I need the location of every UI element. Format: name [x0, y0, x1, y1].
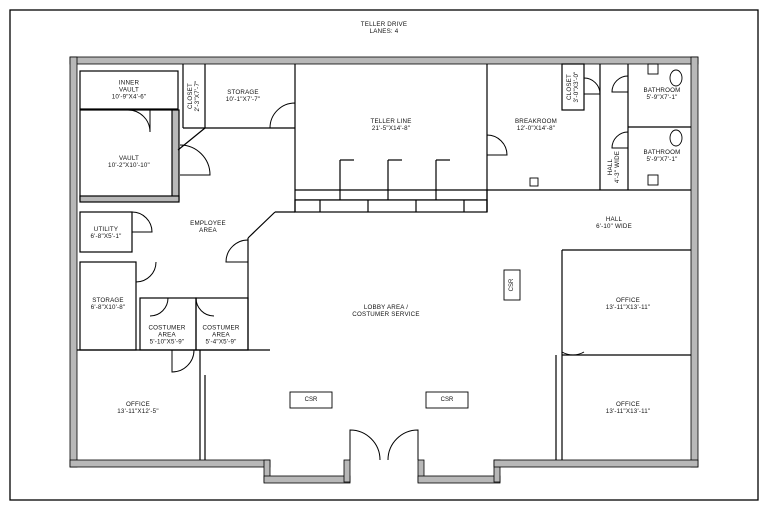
- room-name: BATHROOM: [643, 87, 681, 94]
- room-dims: 6'-10" WIDE: [596, 223, 632, 230]
- csr-desk-vertical: CSR: [509, 278, 515, 292]
- room-dims: 10'-2"X10'-10": [108, 162, 150, 169]
- room-name: CLOSET: [566, 74, 573, 100]
- room-name: COSTUMER AREA: [148, 324, 186, 339]
- room-dims: 21'-5"X14'-8": [371, 125, 411, 132]
- sheet-border: [9, 9, 759, 501]
- csr-desk-left: CSR: [304, 397, 318, 403]
- room-dims: 3'-0"X3'-0": [573, 71, 580, 103]
- fixtures: [289, 63, 683, 409]
- csr-desk-right: CSR: [440, 397, 454, 403]
- room-teller-line: TELLER LINE 21'-5"X14'-8": [370, 118, 411, 132]
- room-name: COSTUMER AREA: [202, 324, 240, 339]
- room-name: UTILITY: [93, 226, 119, 233]
- room-office-right-bottom: OFFICE 13'-11"X13'-11": [606, 401, 651, 415]
- header-title: TELLER DRIVE LANES: 4: [361, 21, 407, 35]
- room-lobby: LOBBY AREA / COSTUMER SERVICE: [352, 304, 419, 318]
- room-dims: 5'-4"X5'-9": [205, 338, 237, 346]
- room-office-right-top: OFFICE 13'-11"X13'-11": [606, 297, 651, 311]
- room-bathroom-1: BATHROOM 5'-9"X7'-1": [644, 87, 681, 101]
- room-name: CLOSET: [187, 83, 194, 109]
- room-dims: 6'-8"X5'-1": [90, 233, 122, 240]
- exterior-walls: [69, 56, 699, 484]
- room-name: HALL: [605, 216, 623, 223]
- room-storage-left: STORAGE 6'-8"X10'-8": [91, 297, 126, 311]
- room-bathroom-2: BATHROOM 5'-9"X7'-1": [644, 149, 681, 163]
- interior-walls: [77, 63, 691, 460]
- room-dims: 5'-9"X7'-1": [646, 94, 678, 101]
- room-dims: 6'-8"X10'-8": [90, 304, 126, 311]
- door-swings: [127, 75, 629, 461]
- room-name: EMPLOYEE AREA: [190, 220, 226, 234]
- room-name: OFFICE: [126, 401, 150, 408]
- room-storage-top: STORAGE 10'-1"X7'-7": [226, 89, 261, 103]
- room-name: HALL: [607, 158, 614, 176]
- room-costumer-area-1: COSTUMER AREA 5'-10"X5'-9": [148, 325, 185, 346]
- room-dims: 5'-9"X7'-1": [646, 156, 678, 163]
- room-dims: 13'-11"X12'-5": [117, 408, 159, 415]
- room-utility: UTILITY 6'-8"X5'-1": [91, 226, 122, 240]
- room-hall-small: HALL 4'-3" WIDE: [607, 151, 621, 183]
- room-breakroom: BREAKROOM 12'-0"X14'-8": [515, 118, 557, 132]
- room-closet-right: CLOSET 3'-0"X3'-0": [566, 72, 580, 103]
- room-dims: 2'-3"X7'-7": [194, 80, 201, 112]
- room-costumer-area-2: COSTUMER AREA 5'-4"X5'-9": [202, 325, 239, 346]
- room-dims: 10'-9"X4'-6": [111, 93, 147, 101]
- room-name: TELLER LINE: [370, 118, 412, 125]
- room-name: STORAGE: [227, 89, 259, 96]
- room-dims: 10'-1"X7'-7": [225, 96, 261, 103]
- room-inner-vault: INNER VAULT 10'-9"X4'-6": [112, 80, 147, 101]
- header-line-1: TELLER DRIVE: [360, 21, 408, 28]
- room-vault: VAULT 10'-2"X10'-10": [108, 155, 150, 169]
- header-line-2: LANES: 4: [369, 28, 399, 35]
- room-name: BATHROOM: [643, 149, 681, 156]
- room-dims: 5'-10"X5'-9": [149, 338, 185, 346]
- room-name: LOBBY AREA / COSTUMER SERVICE: [352, 304, 420, 318]
- room-dims: 13'-11"X13'-11": [605, 304, 651, 311]
- room-name: OFFICE: [616, 297, 640, 304]
- room-employee-area: EMPLOYEE AREA: [190, 220, 226, 234]
- room-dims: 4'-3" WIDE: [614, 150, 621, 184]
- room-hall-main: HALL 6'-10" WIDE: [596, 216, 632, 230]
- room-name: STORAGE: [92, 297, 124, 304]
- room-name: VAULT: [118, 155, 140, 162]
- room-dims: 12'-0"X14'-8": [516, 125, 556, 132]
- room-name: OFFICE: [616, 401, 640, 408]
- room-name: BREAKROOM: [514, 118, 558, 125]
- room-office-left: OFFICE 13'-11"X12'-5": [117, 401, 158, 415]
- room-name: INNER VAULT: [118, 79, 140, 94]
- room-closet-left: CLOSET 2'-3"X7'-7": [187, 81, 201, 112]
- room-dims: 13'-11"X13'-11": [605, 408, 651, 415]
